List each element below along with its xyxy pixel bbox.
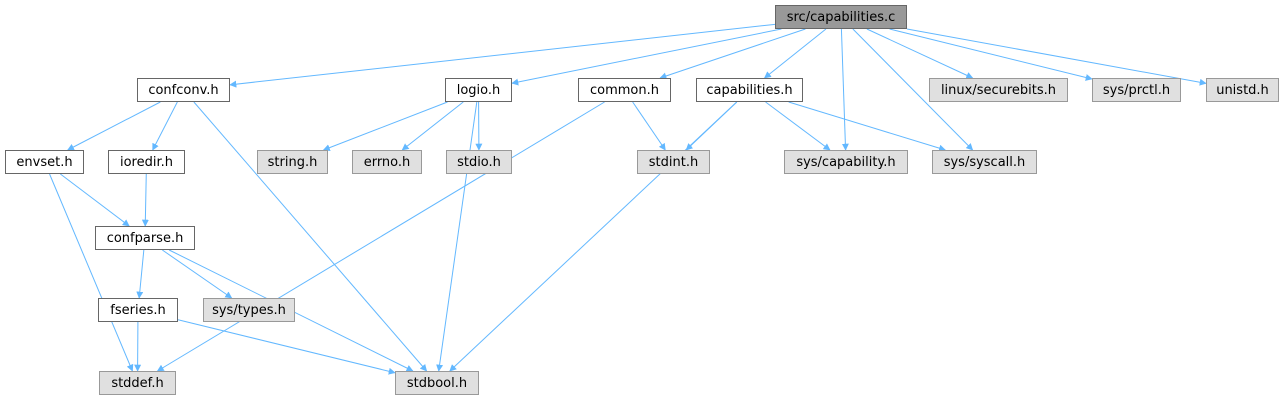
node-confconv-h[interactable]: confconv.h [137, 78, 230, 102]
node-confparse-h[interactable]: confparse.h [95, 226, 195, 250]
node-sys-prctl-h: sys/prctl.h [1092, 78, 1181, 102]
edge-confconv-to-envset [67, 101, 161, 151]
node-ioredir-h[interactable]: ioredir.h [108, 150, 185, 174]
edge-confconv-to-stdbool [193, 101, 428, 372]
edge-ioredir-to-confparse [141, 173, 149, 227]
node-sys-types-h: sys/types.h [203, 298, 295, 322]
edge-root-to-common [659, 28, 806, 80]
edge-fseries-to-stdbool [177, 319, 396, 375]
edge-root-to-capability [840, 28, 849, 151]
node-logio-h[interactable]: logio.h [445, 78, 512, 102]
edge-confparse-to-fseries [136, 249, 145, 299]
node-stddef-h: stddef.h [99, 371, 176, 395]
node-stdio-h: stdio.h [446, 150, 512, 174]
edge-confconv-to-ioredir [152, 101, 178, 151]
edge-capabilities-to-syscall [788, 101, 947, 152]
node-linux-securebits-h: linux/securebits.h [929, 78, 1068, 102]
edge-root-to-capabilities [763, 28, 827, 79]
edge-capabilities-to-stdbool [449, 101, 738, 372]
node-stdint-h: stdint.h [637, 150, 710, 174]
edge-common-to-stdint [632, 101, 666, 151]
edge-logio-to-errno [401, 101, 464, 151]
node-unistd-h: unistd.h [1206, 78, 1279, 102]
edge-root-to-unistd [906, 28, 1207, 86]
node-common-h[interactable]: common.h [578, 78, 671, 102]
node-fseries-h[interactable]: fseries.h [98, 298, 178, 322]
edge-confparse-to-types [162, 249, 233, 299]
edge-root-to-prctl [889, 28, 1093, 81]
edge-root-to-logio [511, 28, 782, 86]
edge-root-to-securebits [866, 28, 974, 79]
node-sys-capability-h: sys/capability.h [784, 150, 908, 174]
node-envset-h[interactable]: envset.h [5, 150, 84, 174]
edge-root-to-confconv [229, 23, 776, 88]
edge-common-to-stddef [156, 101, 605, 372]
edge-logio-to-stdbool [436, 101, 478, 372]
node-src-capabilities-c: src/capabilities.c [775, 5, 907, 29]
edge-capabilities-to-capability [765, 101, 831, 151]
edge-root-to-syscall [852, 28, 974, 151]
edge-logio-to-string [322, 101, 448, 151]
node-sys-syscall-h: sys/syscall.h [932, 150, 1037, 174]
node-errno-h: errno.h [352, 150, 422, 174]
edge-envset-to-confparse [60, 173, 130, 227]
node-capabilities-h[interactable]: capabilities.h [696, 78, 803, 102]
node-stdbool-h: stdbool.h [395, 371, 479, 395]
node-string-h: string.h [257, 150, 328, 174]
edge-envset-to-stddef [49, 173, 134, 372]
